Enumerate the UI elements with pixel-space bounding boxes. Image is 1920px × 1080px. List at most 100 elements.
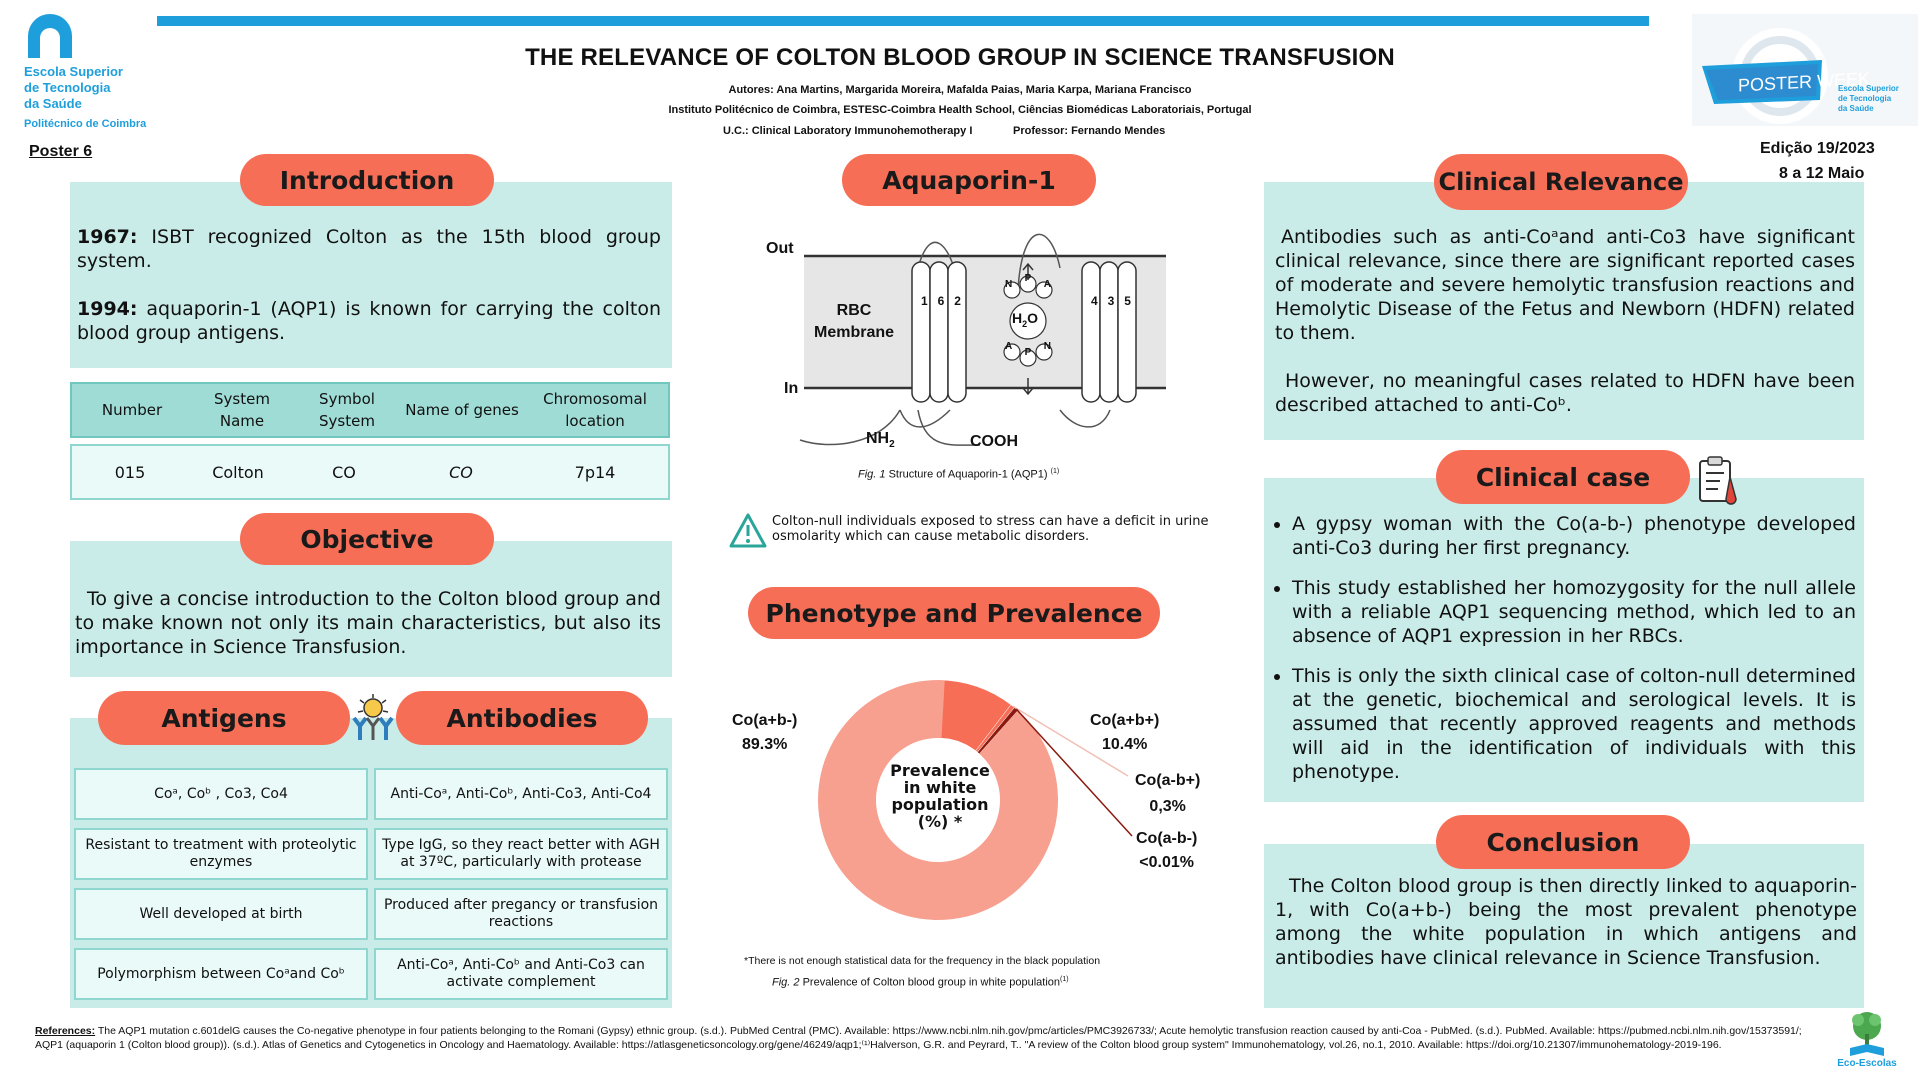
motif-letter: A — [1005, 341, 1013, 352]
table-header: Number — [101, 401, 163, 419]
label-co-a-minus-b-minus: Co(a-b-) <0.01% — [1136, 827, 1197, 875]
fig1-text: Structure of Aquaporin-1 (AQP1) — [885, 468, 1048, 481]
clinical-case-panel — [1264, 478, 1864, 802]
school-logo: Escola Superior de Tecnologia da Saúde P… — [24, 12, 164, 130]
series-label: Co(a-b-) — [1136, 830, 1198, 847]
warning-icon — [728, 511, 768, 551]
nh2-sub: 2 — [889, 439, 895, 451]
conclusion-text: The Colton blood group is then directly … — [1275, 875, 1857, 969]
prevalence-donut-svg — [818, 679, 1133, 920]
antibodies-cell: Type IgG, so they react better with AGH … — [374, 828, 668, 880]
table-cell: 015 — [114, 462, 146, 482]
clinical-relevance-panel — [1264, 182, 1864, 440]
edition-label: Edição 19/2023 — [1760, 140, 1875, 157]
conclusion-panel — [1264, 844, 1864, 1008]
eco-escolas-logo: Eco-Escolas — [1834, 1008, 1900, 1074]
prevalence-chart: Prevalence in white population (%) * Co(… — [720, 650, 1240, 960]
table-cell: CO — [332, 462, 356, 482]
clinical-case-item: This study established her homozygosity … — [1292, 576, 1856, 648]
school-name-line: Escola Superior — [24, 64, 123, 79]
school-subtitle: Politécnico de Coimbra — [24, 118, 147, 130]
helix-number: 3 — [1107, 294, 1115, 308]
phenotype-heading: Phenotype and Prevalence — [748, 587, 1160, 639]
authors-line: Autores: Ana Martins, Margarida Moreira,… — [728, 84, 1192, 96]
table-row: 015 Colton CO CO 7p14 — [70, 444, 670, 500]
intro-year-1994: 1994: — [77, 298, 138, 320]
objective-heading: Objective — [240, 513, 494, 565]
antibodies-cell: Anti-Coᵃ, Anti-Coᵇ and Anti-Co3 can acti… — [374, 948, 668, 1000]
motif-letter: P — [1024, 273, 1032, 284]
poster-week-side: da Saúde — [1838, 104, 1874, 113]
helix-labels-right: 4 3 5 — [1086, 294, 1136, 308]
motif-letter: A — [1043, 279, 1051, 290]
helix-number: 5 — [1124, 294, 1131, 308]
fig2-caption: Fig. 2 Prevalence of Colton blood group … — [772, 976, 1069, 989]
eco-escolas-icon — [1850, 1012, 1884, 1056]
clinical-case-item: A gypsy woman with the Co(a-b-) phenotyp… — [1292, 512, 1856, 560]
leader-line-co-a-b-minus — [1015, 708, 1133, 837]
series-label: Co(a+b+) — [1090, 712, 1160, 729]
water-h: H — [1012, 310, 1023, 326]
poster-week-side: Escola Superior — [1838, 84, 1899, 93]
clinical-relevance-heading: Clinical Relevance — [1434, 154, 1688, 210]
series-value: 0,3% — [1149, 798, 1186, 815]
antigens-cell: Coᵃ, Coᵇ , Co3, Co4 — [74, 768, 368, 820]
clinical-case-heading: Clinical case — [1436, 450, 1690, 504]
helix-number: 6 — [937, 294, 945, 308]
label-co-a-b-minus: Co(a+b-) 89.3% — [732, 709, 797, 757]
antibody-molecule-icon — [346, 690, 400, 744]
water-o: O — [1027, 310, 1039, 326]
nh2-label: NH2 — [866, 430, 895, 450]
npa-motif-top: N P A — [1005, 273, 1051, 290]
aquaporin-diagram: Out In RBC Membrane 1 6 2 4 3 5 N P A A … — [760, 230, 1180, 460]
label-co-a-minus-b-plus: Co(a-b+) 0,3% — [1135, 768, 1200, 820]
membrane-label-line: Membrane — [814, 324, 895, 341]
water-label: H2O — [1012, 310, 1038, 329]
fig1-ref: (1) — [1050, 468, 1060, 475]
introduction-panel — [70, 182, 672, 368]
fig1-caption: Fig. 1 Structure of Aquaporin-1 (AQP1) (… — [858, 468, 1059, 481]
helix-number: 2 — [954, 294, 961, 308]
rbc-membrane-label: RBC Membrane — [814, 300, 894, 344]
references-label: References: — [35, 1025, 96, 1037]
clipboard-icon — [1696, 455, 1740, 505]
nh2-text: NH — [866, 430, 890, 447]
apn-motif-bottom: A P N — [1005, 341, 1051, 358]
antigens-heading: Antigens — [98, 691, 350, 745]
school-name-line: de Tecnologia — [24, 80, 111, 95]
series-value: 89.3% — [741, 736, 788, 753]
table-header: System Name — [214, 390, 270, 430]
eco-escolas-label: Eco-Escolas — [1837, 1058, 1897, 1069]
table-header: Chromosomal location — [543, 390, 647, 430]
clinical-relevance-p1: Antibodies such as anti-Coᵃand anti-Co3 … — [1275, 226, 1855, 344]
conclusion-heading: Conclusion — [1436, 815, 1690, 869]
in-label: In — [784, 380, 799, 397]
uc-line: U.C.: Clinical Laboratory Immunohemother… — [723, 125, 973, 137]
antigens-cell: Polymorphism between Coᵃand Coᵇ — [74, 948, 368, 1000]
school-name-line: da Saúde — [24, 96, 82, 111]
center-line: (%) * — [917, 812, 963, 831]
leader-line-co-a-b-plus — [1012, 705, 1129, 777]
references-text: The AQP1 mutation c.601delG causes the C… — [35, 1025, 1802, 1051]
pie-slice-0 — [818, 680, 1058, 920]
table-cell: 7p14 — [574, 462, 616, 482]
motif-letter: N — [1005, 279, 1013, 290]
introduction-text: 1967: ISBT recognized Colton as the 15th… — [77, 225, 661, 345]
table-cell: Colton — [212, 462, 264, 482]
out-label: Out — [766, 240, 794, 257]
chart-note: *There is not enough statistical data fo… — [744, 955, 1101, 967]
water-sub: 2 — [1022, 318, 1028, 329]
fig2-label: Fig. 2 — [772, 976, 800, 989]
series-label: Co(a+b-) — [732, 712, 798, 729]
poster-week-logo: POSTER WEEK Escola Superior de Tecnologi… — [1692, 14, 1918, 126]
colton-info-table: Number System Name Symbol System Name of… — [70, 382, 670, 500]
helix-number: 1 — [920, 294, 928, 308]
donut-center-label: Prevalence in white population (%) * — [890, 762, 990, 830]
table-header: Name of genes — [405, 401, 519, 419]
institution-line: Instituto Politécnico de Coimbra, ESTESC… — [668, 104, 1252, 116]
top-bar — [157, 16, 1649, 26]
label-co-a-b-plus: Co(a+b+) 10.4% — [1090, 709, 1159, 757]
clinical-relevance-p2: However, no meaningful cases related to … — [1275, 370, 1855, 416]
motif-letter: N — [1043, 341, 1051, 352]
references-block: References: The AQP1 mutation c.601delG … — [35, 1024, 1825, 1052]
